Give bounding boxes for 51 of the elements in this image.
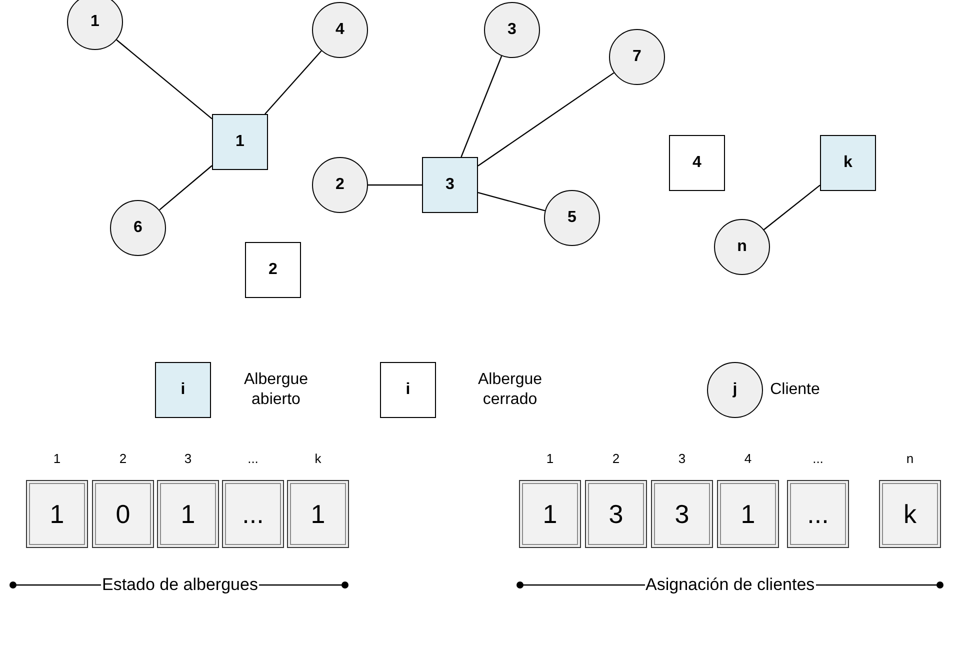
- index-number: ...: [246, 450, 260, 467]
- legend-symbol-letter: j: [732, 381, 738, 399]
- connector-line: [460, 56, 502, 158]
- array-cell: 1: [287, 480, 349, 548]
- connector-line: [159, 165, 212, 210]
- client-node: 2: [312, 157, 368, 213]
- array-cell: 1: [26, 480, 88, 548]
- array-cell: 1: [157, 480, 219, 548]
- connector-line: [368, 184, 422, 186]
- index-number: ...: [812, 450, 824, 467]
- array-cell: 3: [585, 480, 647, 548]
- connector-line: [478, 192, 546, 212]
- client-node: 7: [609, 29, 665, 85]
- open-facility-node: 1: [212, 114, 268, 170]
- legend-symbol-letter: i: [406, 381, 410, 399]
- client-node: n: [714, 219, 770, 275]
- array-cell: k: [879, 480, 941, 548]
- client-node: 3: [484, 2, 540, 58]
- index-number: 1: [545, 450, 555, 467]
- array-cell: ...: [787, 480, 849, 548]
- connector-line: [264, 50, 322, 114]
- index-number: 3: [677, 450, 687, 467]
- client-node: 4: [312, 2, 368, 58]
- index-number: n: [905, 450, 915, 467]
- client-node: 5: [544, 190, 600, 246]
- legend-text: Cliente: [769, 380, 821, 400]
- index-number: 2: [611, 450, 621, 467]
- array-cell: 1: [519, 480, 581, 548]
- closed-facility-node: 4: [669, 135, 725, 191]
- array-cell: 0: [92, 480, 154, 548]
- legend-symbol-letter: i: [180, 381, 186, 399]
- connector-line: [764, 184, 820, 230]
- open-facility-node: k: [820, 135, 876, 191]
- legend-text: Albergue cerrado: [476, 370, 544, 410]
- legend-text: Albergue abierto: [242, 370, 310, 410]
- client-node: 6: [110, 200, 166, 256]
- bracket-label: Estado de albergues: [101, 575, 259, 595]
- index-number: 3: [183, 450, 193, 467]
- index-number: k: [314, 450, 322, 467]
- closed-facility-node: 2: [245, 242, 301, 298]
- index-number: 1: [52, 450, 62, 467]
- array-cell: ...: [222, 480, 284, 548]
- index-number: 2: [118, 450, 128, 467]
- array-cell: 3: [651, 480, 713, 548]
- connector-line: [478, 72, 614, 166]
- index-number: 4: [743, 450, 753, 467]
- bracket-label: Asignación de clientes: [644, 575, 816, 595]
- client-node: 1: [67, 0, 123, 50]
- array-cell: 1: [717, 480, 779, 548]
- connector-line: [116, 39, 212, 120]
- open-facility-node: 3: [422, 157, 478, 213]
